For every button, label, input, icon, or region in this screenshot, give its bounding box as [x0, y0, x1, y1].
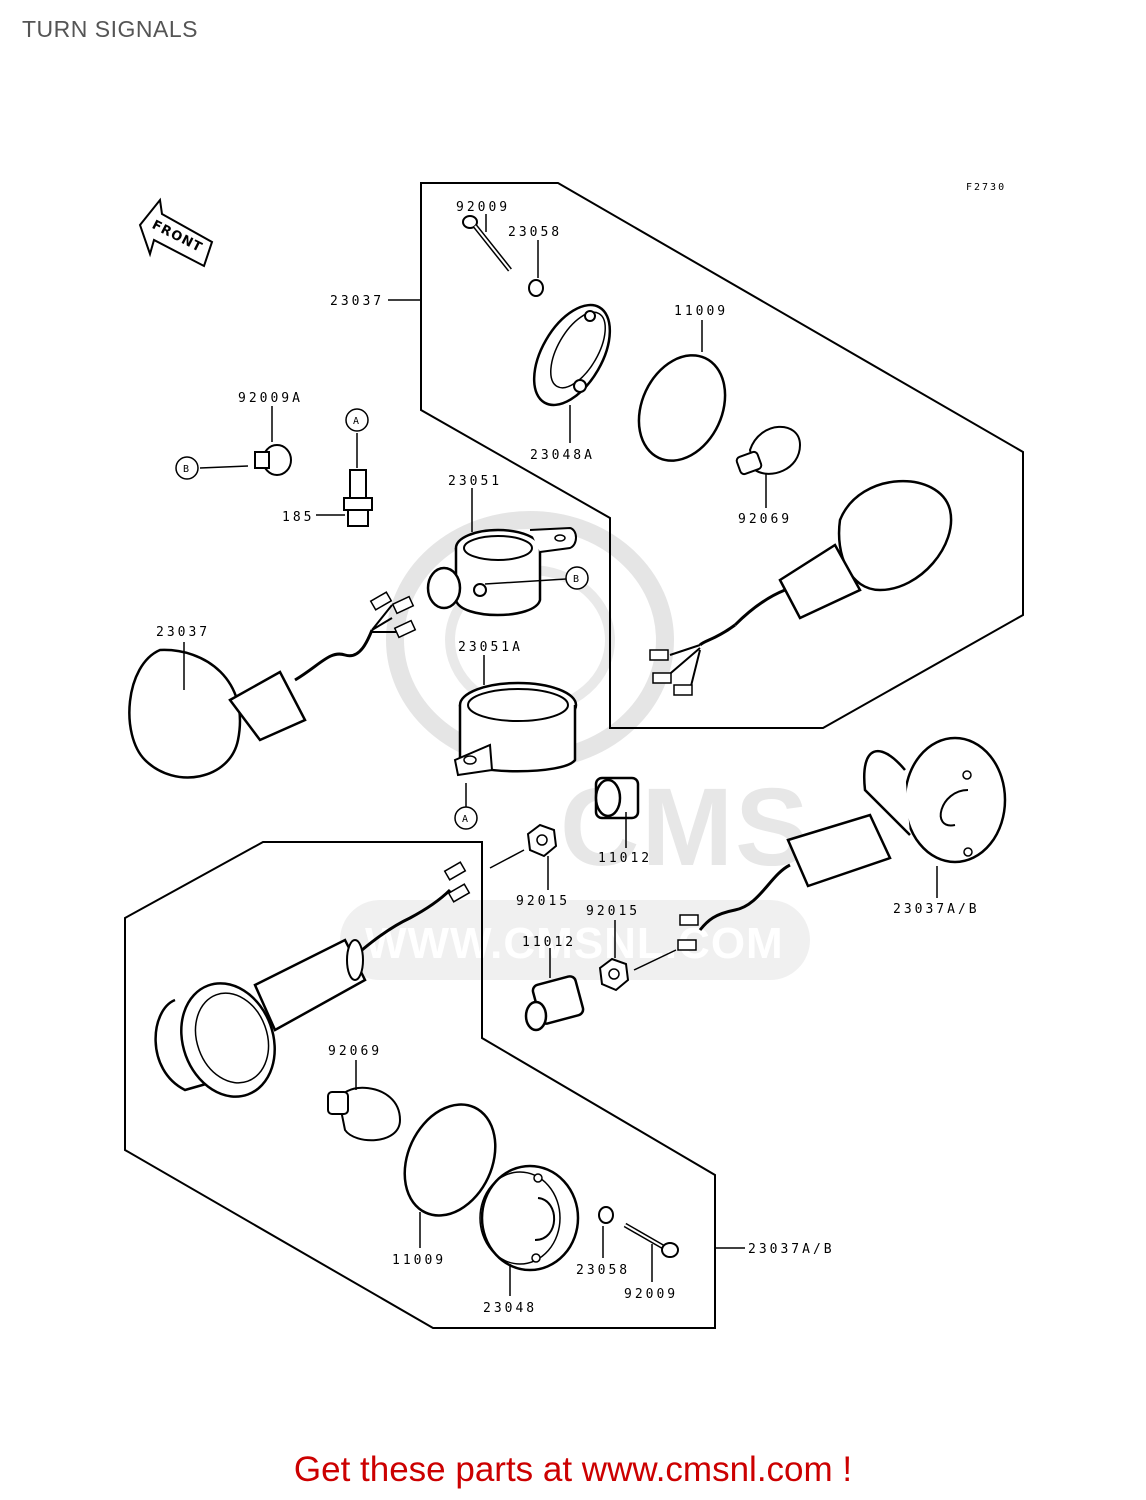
label-92009-top: 92009 — [456, 200, 510, 215]
bulb-92069-bottom — [327, 1086, 402, 1142]
lens-23048 — [479, 1164, 580, 1272]
svg-text:B: B — [573, 574, 579, 585]
watermark-url: WWW.CMSNL.COM — [365, 919, 784, 968]
spacer-11012-top — [594, 776, 640, 820]
label-185: 185 — [282, 510, 314, 525]
label-92015-left: 92015 — [516, 894, 570, 909]
callout-a-bottom: A — [454, 806, 478, 830]
label-23037-left: 23037 — [156, 625, 210, 640]
washer-23058-bottom — [598, 1206, 614, 1224]
svg-text:A: A — [462, 814, 468, 825]
label-23051: 23051 — [448, 474, 502, 489]
bulb-92069-top — [735, 425, 802, 476]
gasket-11009-top — [637, 354, 727, 462]
turn-signal-top-right — [649, 480, 953, 696]
svg-text:B: B — [183, 464, 189, 475]
spacer-11012-bottom — [524, 975, 585, 1032]
label-11009-bottom: 11009 — [392, 1253, 446, 1268]
figure-id: F2730 — [966, 182, 1006, 193]
label-92015-right: 92015 — [586, 904, 640, 919]
label-11012-top: 11012 — [598, 851, 652, 866]
turn-signal-right — [677, 736, 1007, 951]
nut-92015-left — [526, 823, 558, 858]
lens-rim-23048a — [532, 303, 612, 407]
page-title: TURN SIGNALS — [22, 16, 198, 42]
label-23048: 23048 — [483, 1301, 537, 1316]
callout-b-right: B — [565, 566, 589, 590]
label-23051a: 23051A — [458, 640, 523, 655]
label-92009a: 92009A — [238, 391, 303, 406]
front-arrow-icon: FRONT — [138, 197, 214, 268]
bolt-185 — [343, 469, 373, 527]
callout-b-left: B — [175, 456, 199, 480]
label-23037-top: 23037 — [330, 294, 384, 309]
parts-diagram: CMS WWW.CMSNL.COM F2730 FRONT — [124, 182, 1024, 1329]
clamp-23051 — [426, 526, 577, 617]
footer-link[interactable]: Get these parts at www.cmsnl.com ! — [293, 1450, 853, 1489]
assembly-frame-bottom — [124, 841, 716, 1329]
screw-92009-bottom — [623, 1222, 679, 1258]
gasket-11009-bottom — [403, 1103, 497, 1217]
washer-23058-top — [528, 279, 544, 297]
rivet-92009a — [254, 444, 292, 476]
turn-signal-left — [128, 591, 417, 779]
screw-92009-top — [462, 215, 512, 272]
label-92069-bottom: 92069 — [328, 1044, 382, 1059]
turn-signal-bottom-left — [154, 861, 471, 1098]
label-23058-top: 23058 — [508, 225, 562, 240]
assembly-frame-top — [420, 182, 1024, 729]
label-23037ab-right: 23037A/B — [893, 902, 980, 917]
label-92069-top: 92069 — [738, 512, 792, 527]
nut-92015-right — [598, 957, 630, 992]
label-11009-top: 11009 — [674, 304, 728, 319]
clamp-23051a — [453, 681, 578, 777]
label-11012-bottom: 11012 — [522, 935, 576, 950]
label-23058-bottom: 23058 — [576, 1263, 630, 1278]
label-92009-bottom: 92009 — [624, 1287, 678, 1302]
callout-a-top: A — [345, 408, 369, 432]
label-23048a: 23048A — [530, 448, 595, 463]
svg-text:A: A — [353, 416, 359, 427]
label-23037ab-bottom: 23037A/B — [748, 1242, 835, 1257]
